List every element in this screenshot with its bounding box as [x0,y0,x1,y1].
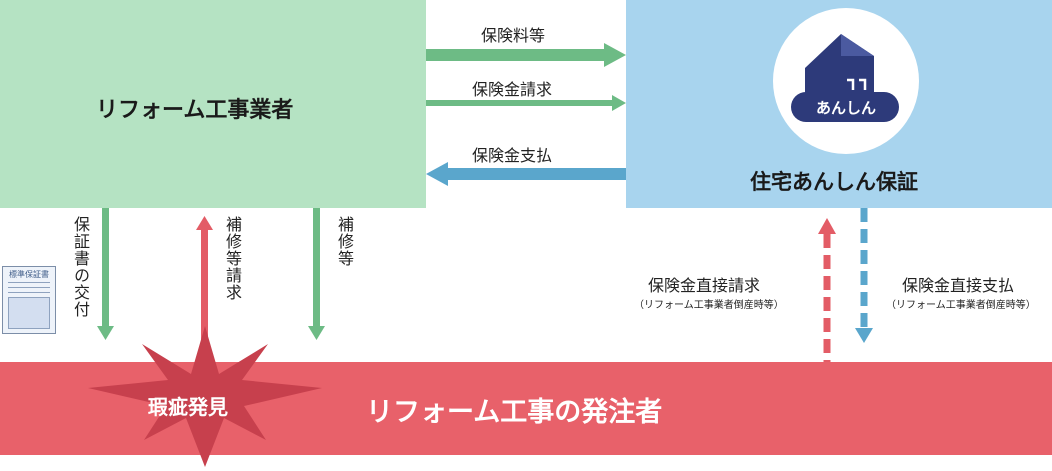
document-title: 標準保証書 [9,270,49,279]
guarantor-box: あんしん 住宅あんしん保証 [626,0,1052,208]
claim-label: 保険金請求 [472,80,553,99]
premium-label: 保険料等 [481,26,546,45]
direct-payment-label: 保険金直接支払 [902,276,1015,295]
direct-claim-label: 保険金直接請求 [648,276,761,295]
direct-payment-arrow [855,208,873,343]
anshin-logo: あんしん [773,8,919,154]
direct-claim-note: （リフォーム工事業者倒産時等） [634,300,784,311]
certificate-arrow [97,208,114,340]
payment-arrow [426,162,626,186]
guarantor-label: 住宅あんしん保証 [750,170,918,194]
certificate-label: 保証書の交付 [71,216,90,318]
contractor-label: リフォーム工事業者 [96,98,294,123]
logo-text: あんしん [815,99,876,117]
repair-request-label: 補修等請求 [223,216,242,301]
warranty-document-icon: 標準保証書 [2,266,56,334]
repair-request-arrow [196,216,213,362]
direct-payment-note: （リフォーム工事業者倒産時等） [886,300,1036,311]
repair-arrow [308,208,325,340]
client-label: リフォーム工事の発注者 [366,397,663,428]
contractor-box: リフォーム工事業者 [0,0,426,208]
house-logo-icon [791,34,899,122]
claim-arrow [426,95,626,111]
defect-burst-icon [88,326,322,467]
repair-label: 補修等 [335,216,354,267]
defect-label: 瑕疵発見 [148,395,228,419]
direct-claim-arrow [818,218,836,362]
premium-arrow [426,43,626,67]
payment-label: 保険金支払 [472,146,553,165]
